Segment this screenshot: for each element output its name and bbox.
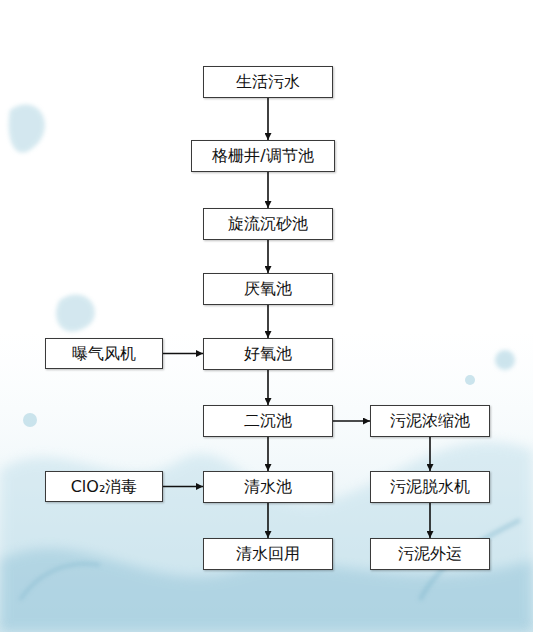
flow-arrow [267, 370, 269, 405]
box-label: 好氧池 [244, 345, 292, 363]
box-label: 污泥脱水机 [390, 478, 470, 496]
flow-arrow [429, 503, 431, 538]
water-splash [20, 564, 100, 600]
box-label: 生活污水 [236, 73, 300, 91]
process-box: 污泥外运 [370, 538, 490, 570]
process-box: ClO₂消毒 [45, 471, 163, 502]
process-box: 生活污水 [203, 66, 333, 98]
process-box: 厌氧池 [203, 273, 333, 305]
water-wash [0, 330, 533, 632]
process-box: 污泥脱水机 [370, 471, 490, 503]
water-drop [56, 294, 95, 331]
box-label: 曝气风机 [72, 345, 136, 363]
process-box: 清水回用 [203, 538, 333, 570]
water-wave [0, 442, 533, 632]
box-label: 污泥浓缩池 [390, 412, 470, 430]
process-box: 旋流沉砂池 [203, 208, 333, 240]
box-label: 污泥外运 [398, 545, 462, 563]
flow-arrow [267, 437, 269, 471]
box-label: 厌氧池 [244, 280, 292, 298]
process-box: 二沉池 [203, 405, 333, 437]
box-label: 旋流沉砂池 [228, 215, 308, 233]
process-box: 格栅井/调节池 [191, 140, 335, 172]
water-drop [9, 105, 45, 153]
process-box: 好氧池 [203, 338, 333, 370]
water-drop [465, 375, 475, 385]
water-drop [23, 413, 37, 427]
flow-arrow [267, 98, 269, 140]
flow-arrow [333, 420, 370, 422]
box-label: 格栅井/调节池 [212, 147, 313, 165]
process-box: 曝气风机 [45, 338, 163, 369]
box-label: 二沉池 [244, 412, 292, 430]
process-box: 污泥浓缩池 [370, 405, 490, 437]
flow-arrow [267, 305, 269, 338]
process-box: 清水池 [203, 471, 333, 503]
box-label: 清水回用 [236, 545, 300, 563]
box-label: ClO₂消毒 [71, 478, 138, 496]
flow-arrow [267, 240, 269, 273]
flow-arrow [163, 486, 203, 488]
flow-arrow [267, 172, 269, 208]
flow-arrow [429, 437, 431, 471]
flow-arrow [267, 503, 269, 538]
water-drop [495, 350, 515, 370]
flow-arrow [163, 353, 203, 355]
box-label: 清水池 [244, 478, 292, 496]
